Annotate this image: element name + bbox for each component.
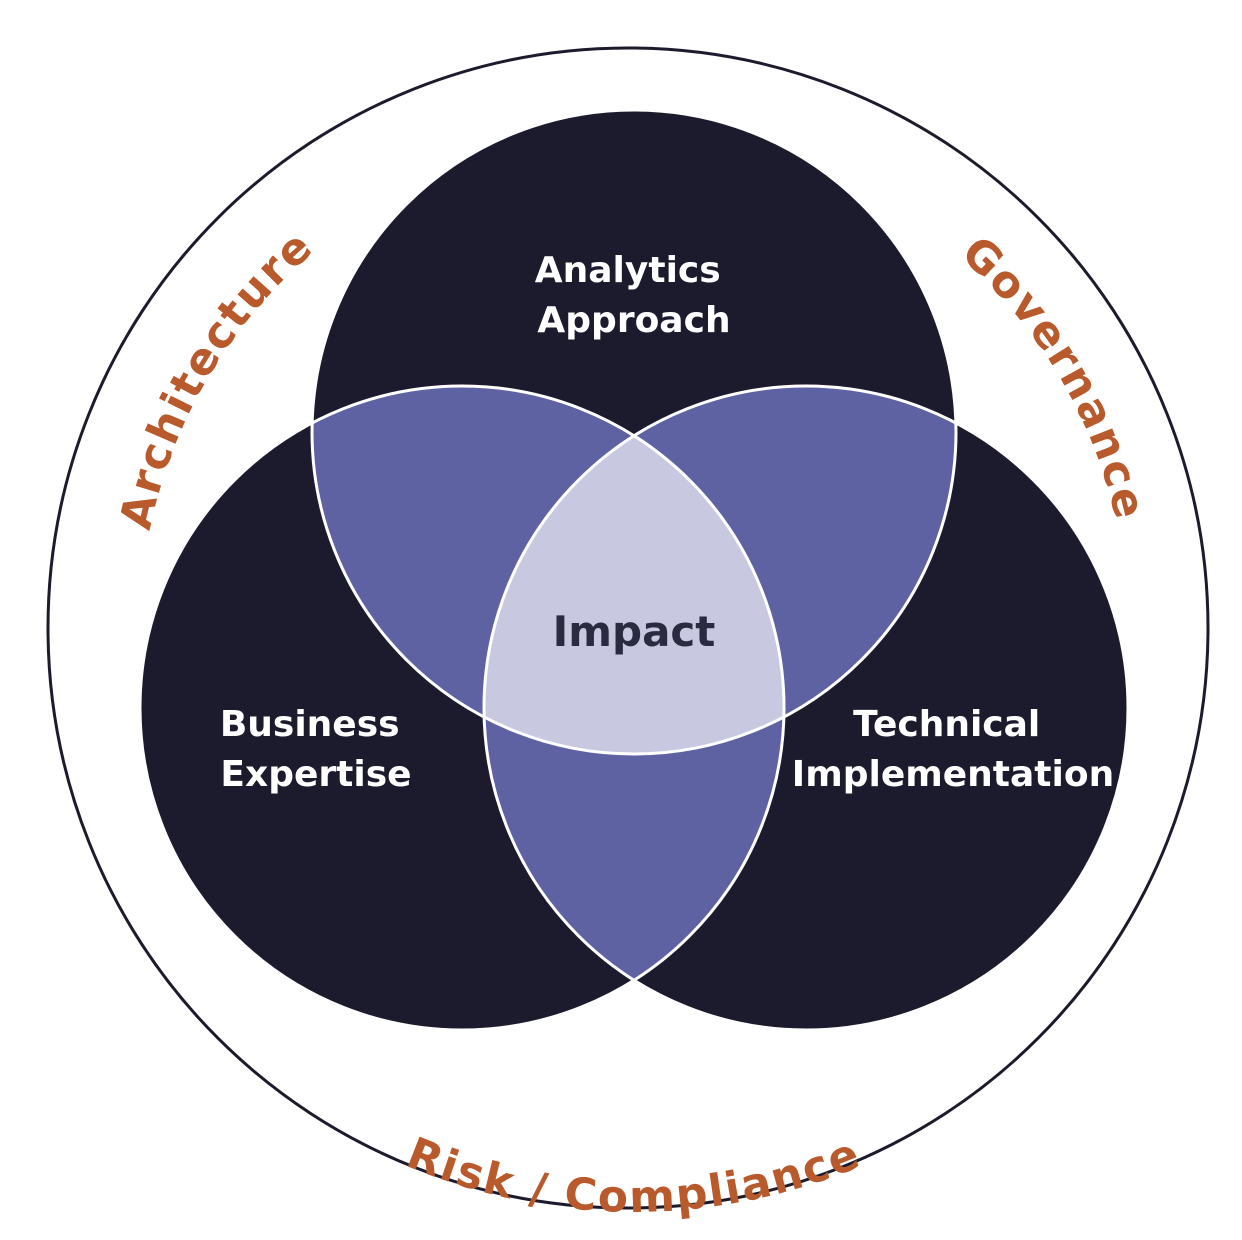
circle-right-label-line2: Implementation [792,754,1114,795]
overlap-center [484,386,784,754]
circle-right-label-line1: Technical [853,704,1040,745]
circle-top-label: Analytics Approach [535,250,733,341]
outline-right [482,384,1130,1032]
circle-right-label: Technical Implementation [792,704,1114,795]
circle-left-label: Business Expertise [220,704,412,795]
ring-label-risk-compliance-text: Risk / Compliance [400,1128,866,1224]
outline-left [138,384,786,1032]
center-label: Impact [553,607,716,656]
circle-left-label-line2: Expertise [220,754,411,795]
ring-label-risk-compliance: Risk / Compliance [400,1128,868,1224]
circle-top-label-line1: Analytics [535,250,721,291]
circle-left-label-line1: Business [220,704,400,745]
outline-top [310,108,958,756]
outer-ring [46,46,1210,1210]
circle-top-label-line2: Approach [537,300,730,341]
